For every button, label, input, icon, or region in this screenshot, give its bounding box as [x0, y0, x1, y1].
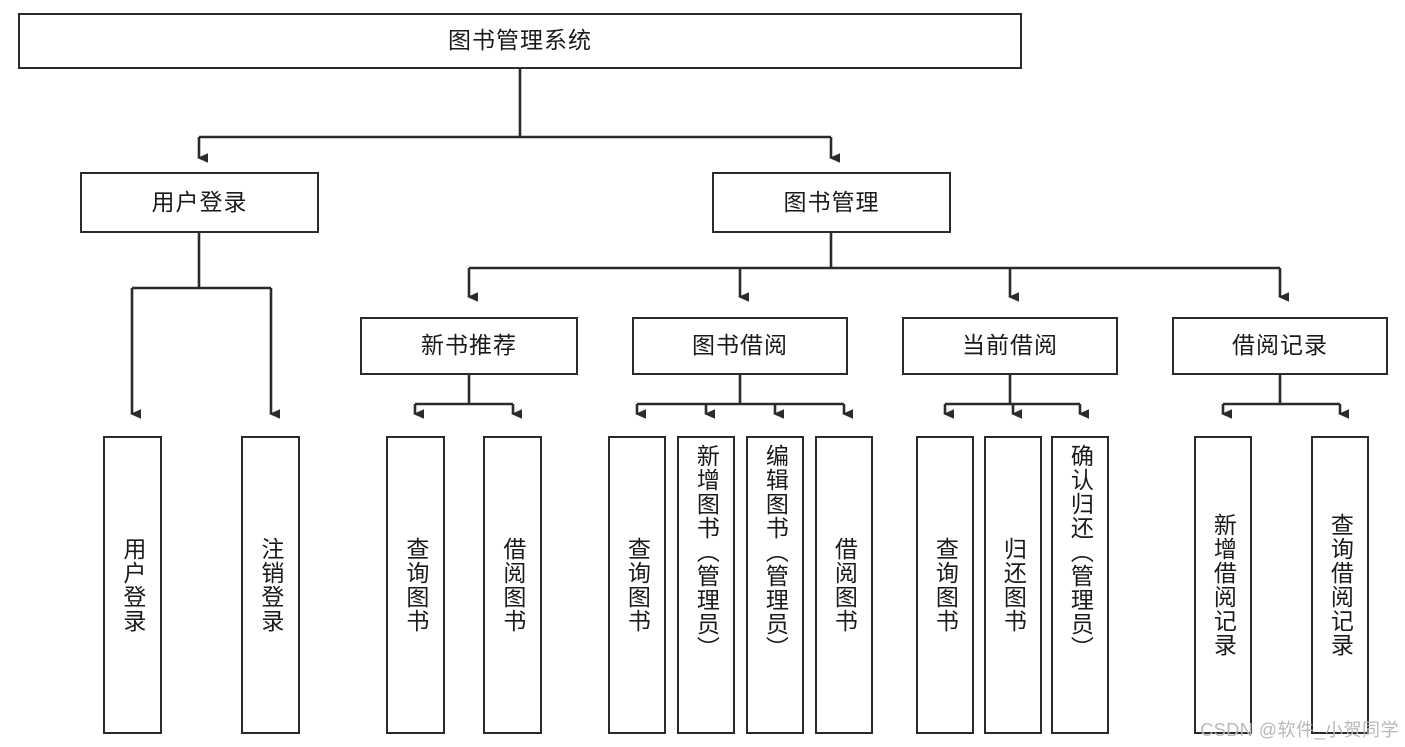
node-book-borrow[interactable]: 图书借阅: [632, 317, 848, 375]
node-label: 借阅图书: [831, 537, 858, 633]
node-label: 借阅记录: [1232, 332, 1328, 359]
node-label: 编辑图书（管理员）: [762, 444, 789, 660]
csdn-watermark: CSDN @软件_小贺同学: [1200, 720, 1399, 740]
leaf-book-borrow-borrow-book[interactable]: 借阅图书: [815, 436, 873, 734]
node-label: 图书管理系统: [448, 27, 592, 54]
leaf-current-borrow-return-book[interactable]: 归还图书: [984, 436, 1042, 734]
leaf-book-borrow-add-book-admin[interactable]: 新增图书（管理员）: [677, 436, 735, 734]
node-label: 新书推荐: [421, 332, 517, 359]
leaf-book-borrow-query-book[interactable]: 查询图书: [608, 436, 666, 734]
node-current-borrow[interactable]: 当前借阅: [902, 317, 1118, 375]
node-label: 新增图书（管理员）: [693, 444, 720, 660]
node-label: 查询借阅记录: [1327, 513, 1354, 657]
leaf-user-login-logout[interactable]: 注销登录: [241, 436, 300, 734]
node-label: 图书管理: [783, 188, 880, 215]
leaf-borrow-records-query-record[interactable]: 查询借阅记录: [1311, 436, 1369, 734]
node-label: 查询图书: [402, 537, 429, 633]
node-new-book-recommend[interactable]: 新书推荐: [360, 317, 578, 375]
node-label: 确认归还（管理员）: [1067, 444, 1094, 660]
leaf-book-borrow-edit-book-admin[interactable]: 编辑图书（管理员）: [746, 436, 804, 734]
node-root-book-management-system[interactable]: 图书管理系统: [18, 13, 1022, 69]
node-label: 用户登录: [119, 537, 146, 633]
leaf-current-borrow-query-book[interactable]: 查询图书: [916, 436, 974, 734]
node-label: 新增借阅记录: [1210, 513, 1237, 657]
leaf-current-borrow-confirm-return-admin[interactable]: 确认归还（管理员）: [1051, 436, 1109, 734]
node-label: 查询图书: [624, 537, 651, 633]
node-label: 当前借阅: [962, 332, 1058, 359]
node-user-login[interactable]: 用户登录: [80, 172, 319, 233]
node-book-management[interactable]: 图书管理: [712, 172, 951, 233]
leaf-new-book-query-book[interactable]: 查询图书: [386, 436, 445, 734]
node-label: 用户登录: [151, 188, 248, 215]
node-label: 查询图书: [932, 537, 959, 633]
node-borrow-records[interactable]: 借阅记录: [1172, 317, 1388, 375]
leaf-user-login-login[interactable]: 用户登录: [103, 436, 162, 734]
node-label: 图书借阅: [692, 332, 788, 359]
leaf-new-book-borrow-book[interactable]: 借阅图书: [483, 436, 542, 734]
leaf-borrow-records-add-record[interactable]: 新增借阅记录: [1194, 436, 1252, 734]
node-label: 借阅图书: [499, 537, 526, 633]
node-label: 归还图书: [1000, 537, 1027, 633]
node-label: 注销登录: [257, 537, 284, 633]
